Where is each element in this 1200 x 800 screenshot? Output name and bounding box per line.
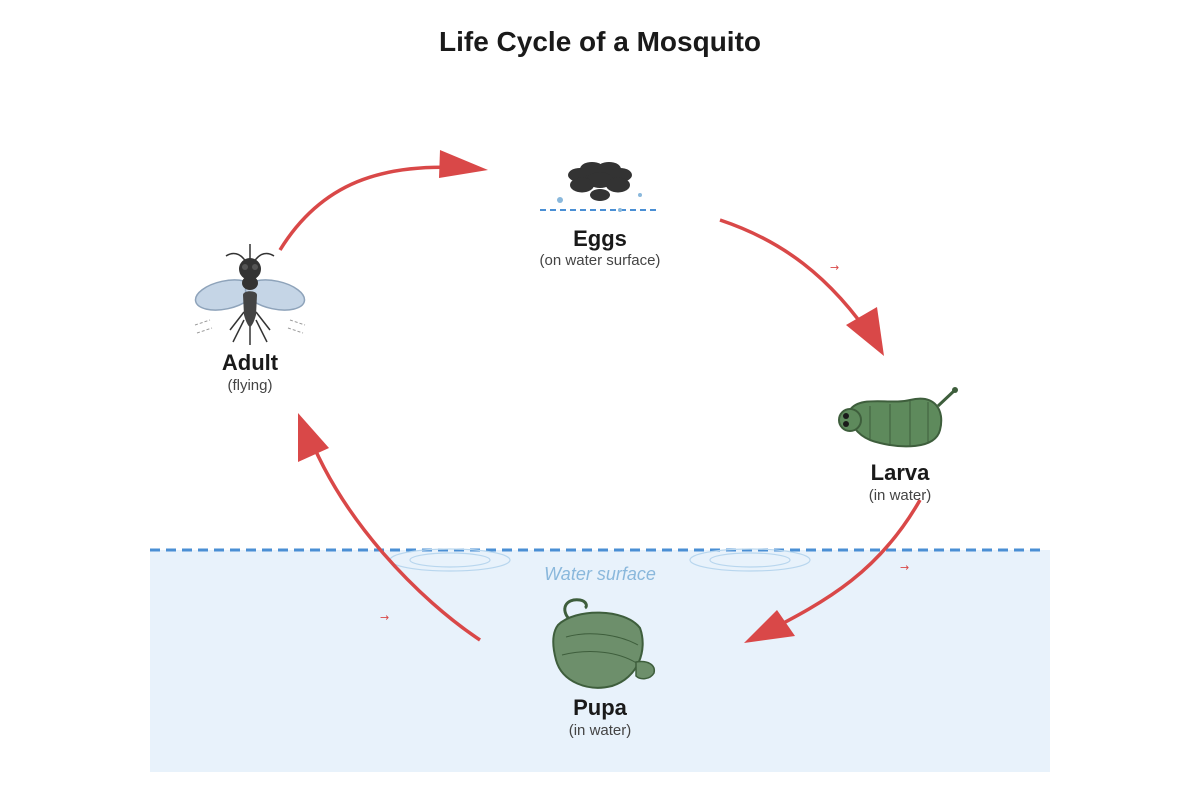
arrowhead-adult xyxy=(298,413,329,462)
larva-stage: Larva (in water) xyxy=(838,387,958,504)
arrowheads xyxy=(298,150,884,643)
eggs-stage: Eggs (on water surface) xyxy=(540,162,661,269)
pupa-icon xyxy=(552,598,656,689)
small-arrow-icon: → xyxy=(380,611,389,624)
pupa-stage: Pupa (in water) xyxy=(552,598,656,739)
small-arrow-icon: → xyxy=(900,561,909,574)
arrowhead-pupa xyxy=(744,610,795,643)
arrow-pupa-to-adult xyxy=(303,424,481,642)
adult-stage: Adult (flying) xyxy=(194,244,306,394)
pupa-sublabel: (in water) xyxy=(569,722,632,739)
larva-sublabel: (in water) xyxy=(869,487,932,504)
eggs-sublabel: (on water surface) xyxy=(540,252,661,269)
eggs-label: Eggs xyxy=(573,226,627,251)
adult-label: Adult xyxy=(222,350,279,375)
egg-cluster-icon xyxy=(540,162,656,212)
larva-label: Larva xyxy=(871,460,930,485)
arrowhead-eggs xyxy=(439,150,488,178)
adult-sublabel: (flying) xyxy=(227,377,272,394)
water-surface-label: Water surface xyxy=(544,564,656,584)
larva-icon xyxy=(838,387,958,448)
diagram-title: Life Cycle of a Mosquito xyxy=(439,26,761,57)
arrow-adult-to-eggs xyxy=(278,165,479,251)
small-arrow-icon: → xyxy=(830,261,839,274)
pupa-label: Pupa xyxy=(573,695,628,720)
mosquito-icon xyxy=(194,244,306,345)
arrowhead-larva xyxy=(846,307,884,356)
